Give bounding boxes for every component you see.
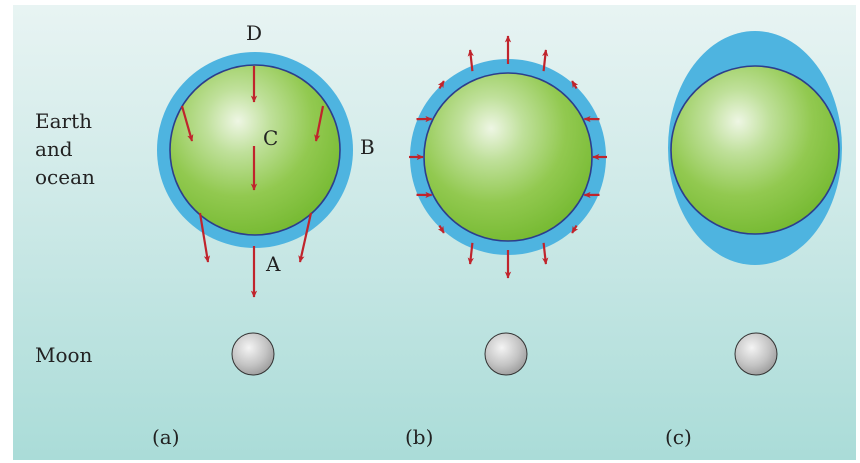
row-label-earth-and-ocean: Earth and ocean: [35, 109, 95, 189]
moon-b: [485, 333, 527, 375]
panel-c-earth-globe: [671, 66, 839, 234]
row-label-earth-line3: ocean: [35, 165, 95, 189]
row-label-earth-line1: Earth: [35, 109, 92, 133]
panel-b-earth-globe: [424, 73, 592, 241]
point-label-a: A: [265, 252, 281, 276]
caption-a: (a): [152, 425, 180, 449]
point-label-b: B: [360, 135, 375, 159]
point-label-c: C: [263, 126, 278, 150]
row-label-moon: Moon: [35, 343, 93, 367]
caption-c: (c): [665, 425, 692, 449]
panel-c-earth: [668, 31, 842, 265]
moon-c: [735, 333, 777, 375]
caption-b: (b): [405, 425, 433, 449]
point-label-d: D: [246, 21, 262, 45]
moon-a: [232, 333, 274, 375]
row-label-earth-line2: and: [35, 137, 73, 161]
